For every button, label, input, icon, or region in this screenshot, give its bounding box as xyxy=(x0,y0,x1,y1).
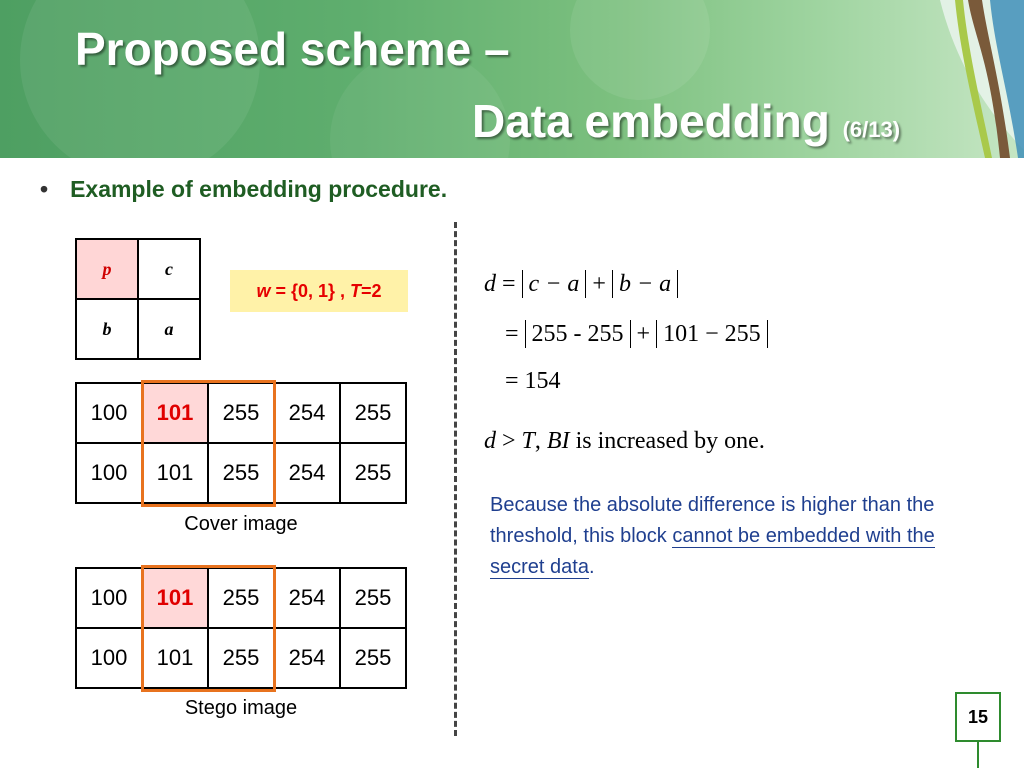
cond-text: is increased by one. xyxy=(569,428,765,454)
cover-cell: 255 xyxy=(207,442,275,504)
cond-gt: > xyxy=(496,428,522,454)
banner-decoration xyxy=(20,0,1024,158)
math-d: d xyxy=(484,271,496,297)
t-value: =2 xyxy=(361,281,382,301)
cover-cell: 254 xyxy=(273,442,341,504)
formula-line-2: = 255 - 255 + 101 − 255 xyxy=(505,320,768,348)
note-text-2: . xyxy=(588,556,595,578)
abs-b-minus-a: b − a xyxy=(611,270,679,298)
stego-block-outline xyxy=(141,565,276,692)
stego-caption: Stego image xyxy=(184,697,298,719)
title-banner: Proposed scheme – Data embedding (6/13) xyxy=(0,0,1024,158)
abs-value-1: 255 - 255 xyxy=(524,320,631,348)
stego-cell: 255 xyxy=(339,627,407,689)
bullet-icon: • xyxy=(40,176,49,202)
cover-cell: 100 xyxy=(75,382,143,444)
cover-cell: 255 xyxy=(207,382,275,444)
math-equals: = xyxy=(502,271,516,297)
abs-c-minus-a: c − a xyxy=(521,270,587,298)
math-plus: + xyxy=(592,271,606,297)
slide-title: Proposed scheme – xyxy=(75,23,510,75)
stego-cell: 255 xyxy=(207,567,275,629)
pixel-position-grid: p c b a xyxy=(75,238,201,360)
explanation-note: Because the absolute difference is highe… xyxy=(490,490,980,583)
formula-line-1: d = c − a + b − a xyxy=(484,270,679,298)
math-equals: = xyxy=(505,321,519,347)
formula-line-3: = 154 xyxy=(505,368,561,395)
math-result: 154 xyxy=(524,368,561,394)
stego-cell: 254 xyxy=(273,627,341,689)
pixel-b-cell: b xyxy=(75,298,139,360)
pixel-c-cell: c xyxy=(137,238,201,300)
stego-cell: 255 xyxy=(339,567,407,629)
dashed-divider xyxy=(454,222,457,736)
subtitle-text: Data embedding xyxy=(472,95,830,147)
cover-cell-highlight: 101 xyxy=(141,382,209,444)
cond-t: T xyxy=(521,428,535,454)
bullet-text: Example of embedding procedure. xyxy=(70,176,448,202)
slide-counter: (6/13) xyxy=(842,117,901,142)
cond-d: d xyxy=(484,428,496,454)
parameter-box: w = {0, 1} , T=2 xyxy=(230,270,408,312)
pixel-a-cell: a xyxy=(137,298,201,360)
stego-cell-highlight: 101 xyxy=(141,567,209,629)
stego-cell: 254 xyxy=(273,567,341,629)
stego-cell: 100 xyxy=(75,627,143,689)
w-value: = {0, 1} , xyxy=(270,281,351,301)
slide-subtitle: Data embedding (6/13) xyxy=(472,94,900,148)
page-number: 15 xyxy=(955,692,1001,742)
math-term: b − a xyxy=(618,271,672,297)
table-row: 100 101 255 254 255 xyxy=(75,442,407,504)
table-row: 100 101 255 254 255 xyxy=(75,382,407,444)
table-row: 100 101 255 254 255 xyxy=(75,567,407,629)
cond-bi: BI xyxy=(546,428,570,454)
cover-cell: 254 xyxy=(273,382,341,444)
abs-value-2: 101 − 255 xyxy=(656,320,768,348)
math-equals: = xyxy=(505,368,519,394)
cond-sep: , xyxy=(534,428,547,454)
condition-statement: d > T, BI is increased by one. xyxy=(484,428,765,455)
cover-block-outline xyxy=(141,380,276,507)
cover-cell: 255 xyxy=(339,382,407,444)
w-symbol: w xyxy=(256,281,271,301)
stego-cell: 100 xyxy=(75,567,143,629)
math-plus: + xyxy=(636,321,651,347)
cover-cell: 255 xyxy=(339,442,407,504)
t-symbol: T xyxy=(350,281,362,301)
note-text-1: Because the absolute difference is highe… xyxy=(490,494,935,547)
bullet-point: • Example of embedding procedure. xyxy=(40,176,447,203)
cover-image-grid: 100 101 255 254 255 100 101 255 254 255 xyxy=(75,382,407,504)
page-number-stem xyxy=(977,742,979,768)
stego-cell: 101 xyxy=(141,627,209,689)
cover-cell: 100 xyxy=(75,442,143,504)
note-emphasis: cannot be embedded with the secret data xyxy=(490,525,935,579)
math-term: c − a xyxy=(528,271,580,297)
cover-caption: Cover image xyxy=(184,513,298,535)
cover-cell: 101 xyxy=(141,442,209,504)
pixel-p-cell: p xyxy=(75,238,139,300)
